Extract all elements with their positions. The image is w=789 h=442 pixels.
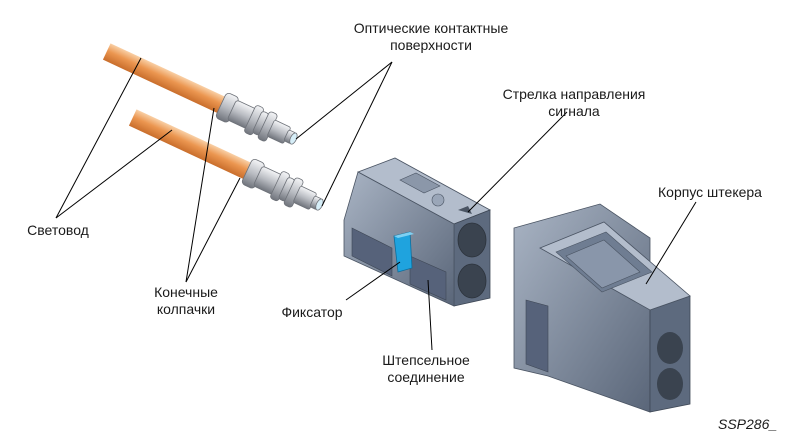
pointer-endcap-upper xyxy=(185,107,215,283)
fiber-cable-lower xyxy=(128,109,324,211)
latch xyxy=(393,231,414,273)
fiber-cable-upper xyxy=(102,43,298,145)
label-line: Конечные xyxy=(154,284,218,300)
label-line: сигнала xyxy=(548,103,600,119)
label-line: Световод xyxy=(27,222,89,238)
label-line: соединение xyxy=(387,369,465,385)
pointer-fiber-upper xyxy=(55,57,142,219)
label-latch: Фиксатор xyxy=(264,304,360,321)
label-line: Оптические контактные xyxy=(353,20,509,36)
label-plug-housing: Корпус штекера xyxy=(640,184,780,201)
reference-code: SSP286_ xyxy=(718,416,778,432)
label-plug-connection: Штепсельное соединение xyxy=(366,352,486,386)
pointer-latch xyxy=(345,261,401,301)
plug-connector xyxy=(343,157,491,307)
pointer-plug-connection xyxy=(427,279,433,351)
pointer-endcap-lower xyxy=(185,177,241,283)
label-fiber: Световод xyxy=(12,222,104,239)
label-signal-arrow: Стрелка направления сигнала xyxy=(484,86,664,120)
label-line: Корпус штекера xyxy=(658,184,762,200)
label-optical-surfaces: Оптические контактные поверхности xyxy=(325,20,537,54)
pointer-optical-upper xyxy=(295,61,393,140)
pointer-signal-arrow xyxy=(467,111,568,213)
label-end-caps: Конечные колпачки xyxy=(126,284,246,318)
label-line: поверхности xyxy=(390,37,472,53)
pointer-lines xyxy=(55,57,697,351)
plug-housing xyxy=(513,203,691,413)
pointer-fiber-lower xyxy=(55,129,173,219)
pointer-plug-housing xyxy=(645,201,697,285)
label-line: Штепсельное xyxy=(382,352,470,368)
label-line: колпачки xyxy=(156,301,216,317)
pointer-optical-lower xyxy=(321,61,393,207)
label-line: Стрелка направления xyxy=(502,86,646,102)
label-line: Фиксатор xyxy=(281,304,343,320)
